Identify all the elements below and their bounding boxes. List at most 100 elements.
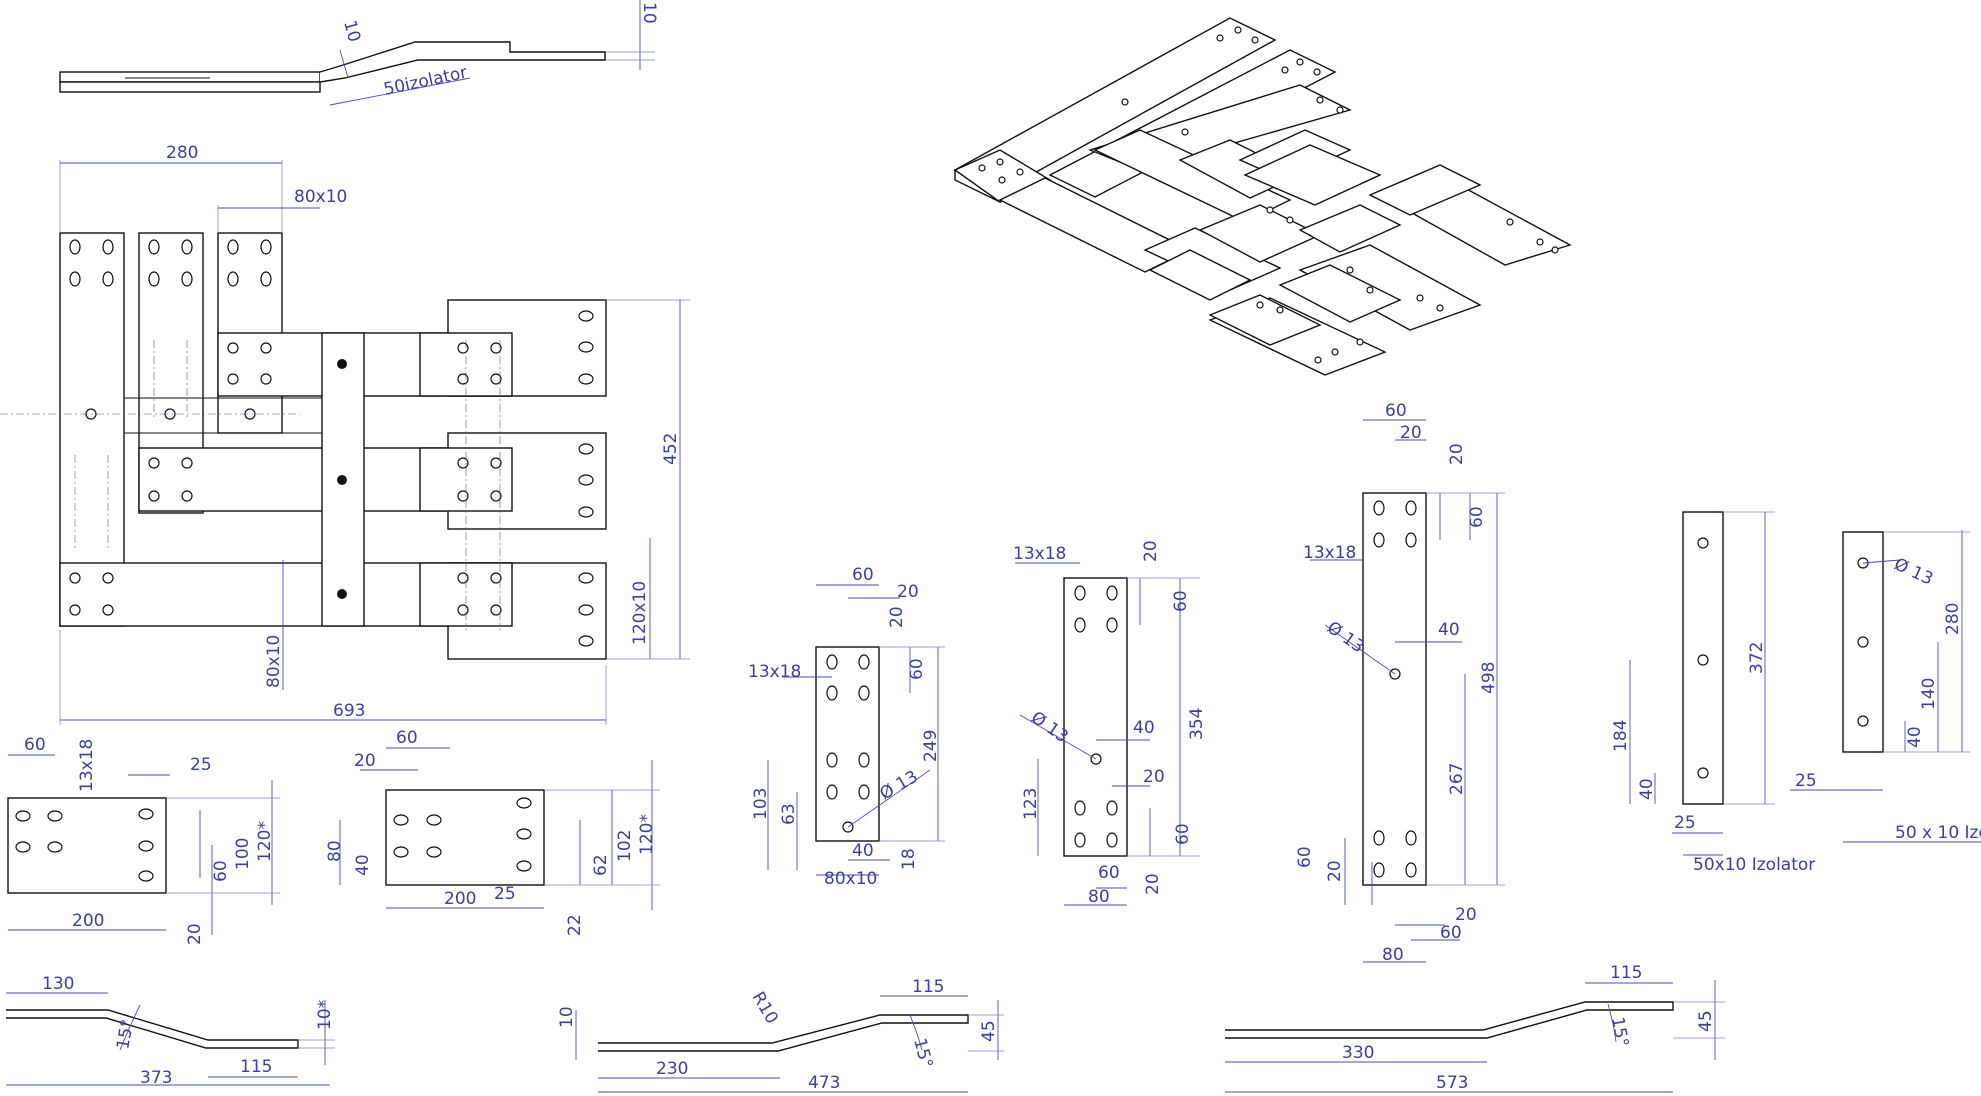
dim-label: 15° [113,1018,138,1051]
dim-label: 80x10 [264,635,284,688]
dim-label: 25 [190,755,212,775]
dim-label: Ø 13 [877,767,922,805]
dim-label: 25 [1674,813,1696,833]
dim-label: 80x10 [294,187,347,207]
dim-label: 20 [1400,423,1422,443]
dim-label: 45 [979,1020,999,1042]
dim-label: 693 [333,701,365,721]
dim-label: 20 [1325,860,1345,882]
hole-group [69,239,594,647]
dim-label: 40 [1637,778,1657,800]
dim-label: 230 [656,1059,688,1079]
dim-label: 63 [779,803,799,825]
dim-label: 280 [1943,603,1963,635]
dim-label: 60 [1171,590,1191,612]
dim-label: 498 [1479,662,1499,694]
dim-label: 10 [557,1006,577,1028]
dim-label: 200 [72,911,104,931]
dim-label: 120* [255,821,275,862]
dim-label: 120* [637,814,657,855]
dim-label: 13x18 [77,739,97,792]
top-side-view: 10 10 50izolator [59,0,659,106]
dim-label: 50 x 10 Izo [1895,823,1981,843]
part-a-plate: 60 13x18 25 100 120* 60 200 20 [7,735,280,945]
dim-label: 25 [1795,771,1817,791]
dim-label: Ø 13 [1891,554,1936,589]
dim-label: 40 [353,854,373,876]
dim-label: 115 [240,1057,272,1077]
dim-label: 60 [396,728,418,748]
dim-label: 22 [565,914,585,936]
dim-label: 13x18 [1303,543,1356,563]
dim-label: 130 [42,974,74,994]
dim-label: 40 [1905,726,1925,748]
dim-label: 60 [1385,401,1407,421]
dim-label: 80 [1088,887,1110,907]
isometric-assembly-view [953,17,1572,376]
dim-label: 573 [1436,1073,1468,1093]
dim-label: 10 [339,18,364,44]
bent-profile-1: 130 10* 15° 373 115 [6,974,335,1088]
bent-profile-3: 115 15° 45 330 573 [1225,963,1725,1093]
dim-label: 249 [921,730,941,762]
dim-label: 123 [1021,788,1041,820]
dim-label: 330 [1342,1043,1374,1063]
dim-label: 60 [1098,863,1120,883]
dim-label: 452 [661,433,681,465]
dim-label: Ø 13 [1323,618,1368,658]
dim-label: 373 [140,1068,172,1088]
dim-label: 60 [852,565,874,585]
part-g-insulator: Ø 13 280 140 40 25 50 x 10 Izo [1790,530,1981,843]
dim-label: 60 [907,658,927,680]
part-d-bar: 13x18 20 60 354 Ø 13 40 20 123 60 60 80 … [1013,540,1207,907]
dim-label: 80 [1382,945,1404,965]
dim-label: 10 [639,2,659,24]
dim-label: 102 [615,830,635,862]
dim-label: 140 [1919,678,1939,710]
dim-label: 115 [912,977,944,997]
dim-label: 25 [494,884,516,904]
part-e-bar: 60 20 20 13x18 60 Ø 13 40 498 267 60 20 … [1295,401,1505,965]
part-f-insulator: 372 184 40 25 50x10 Izolator [1611,511,1815,875]
dim-label: 103 [751,788,771,820]
part-b-plate: 60 20 80 40 62 102 120* 200 25 22 [325,728,660,936]
dim-label: 20 [887,606,907,628]
dim-label: 80x10 [824,869,877,889]
dim-label: 20 [354,751,376,771]
dim-label: 20 [185,923,205,945]
dim-label: 60 [1295,846,1315,868]
dim-label: 60 [1440,923,1462,943]
dim-label: 280 [166,143,198,163]
dim-label: 184 [1611,720,1631,752]
dim-label: 40 [1133,718,1155,738]
dim-label: 18 [899,848,919,870]
dim-label: 80 [325,840,345,862]
hole-group [978,26,1559,364]
dim-label: 354 [1187,708,1207,740]
dim-label: 40 [852,841,874,861]
dim-label: 20 [897,582,919,602]
assembly-top-view: 280 80x10 452 120x10 80x10 693 [0,143,690,725]
dim-label: 20 [1143,873,1163,895]
dim-label: 100 [233,838,253,870]
dim-label: 60 [211,860,231,882]
dim-label: 50izolator [382,63,469,100]
dim-label: 20 [1143,767,1165,787]
dim-label: 60 [1467,506,1487,528]
dim-label: 20 [1455,905,1477,925]
part-c-bar: 60 20 20 13x18 60 249 Ø 13 103 63 40 18 … [748,565,945,889]
dim-label: 60 [1173,823,1193,845]
dim-label: 50x10 Izolator [1693,855,1815,875]
dim-label: 10* [315,1000,335,1030]
dim-label: 15° [1607,1015,1632,1048]
dim-label: 372 [1747,642,1767,674]
dim-label: 20 [1141,540,1161,562]
bent-profile-2: 10 R10 115 15° 45 230 473 [557,977,1004,1093]
dim-label: 120x10 [630,581,650,645]
dim-label: 45 [1696,1010,1716,1032]
dim-label: 115 [1610,963,1642,983]
dim-label: 13x18 [748,662,801,682]
dim-label: 20 [1447,443,1467,465]
dim-label: 13x18 [1013,544,1066,564]
